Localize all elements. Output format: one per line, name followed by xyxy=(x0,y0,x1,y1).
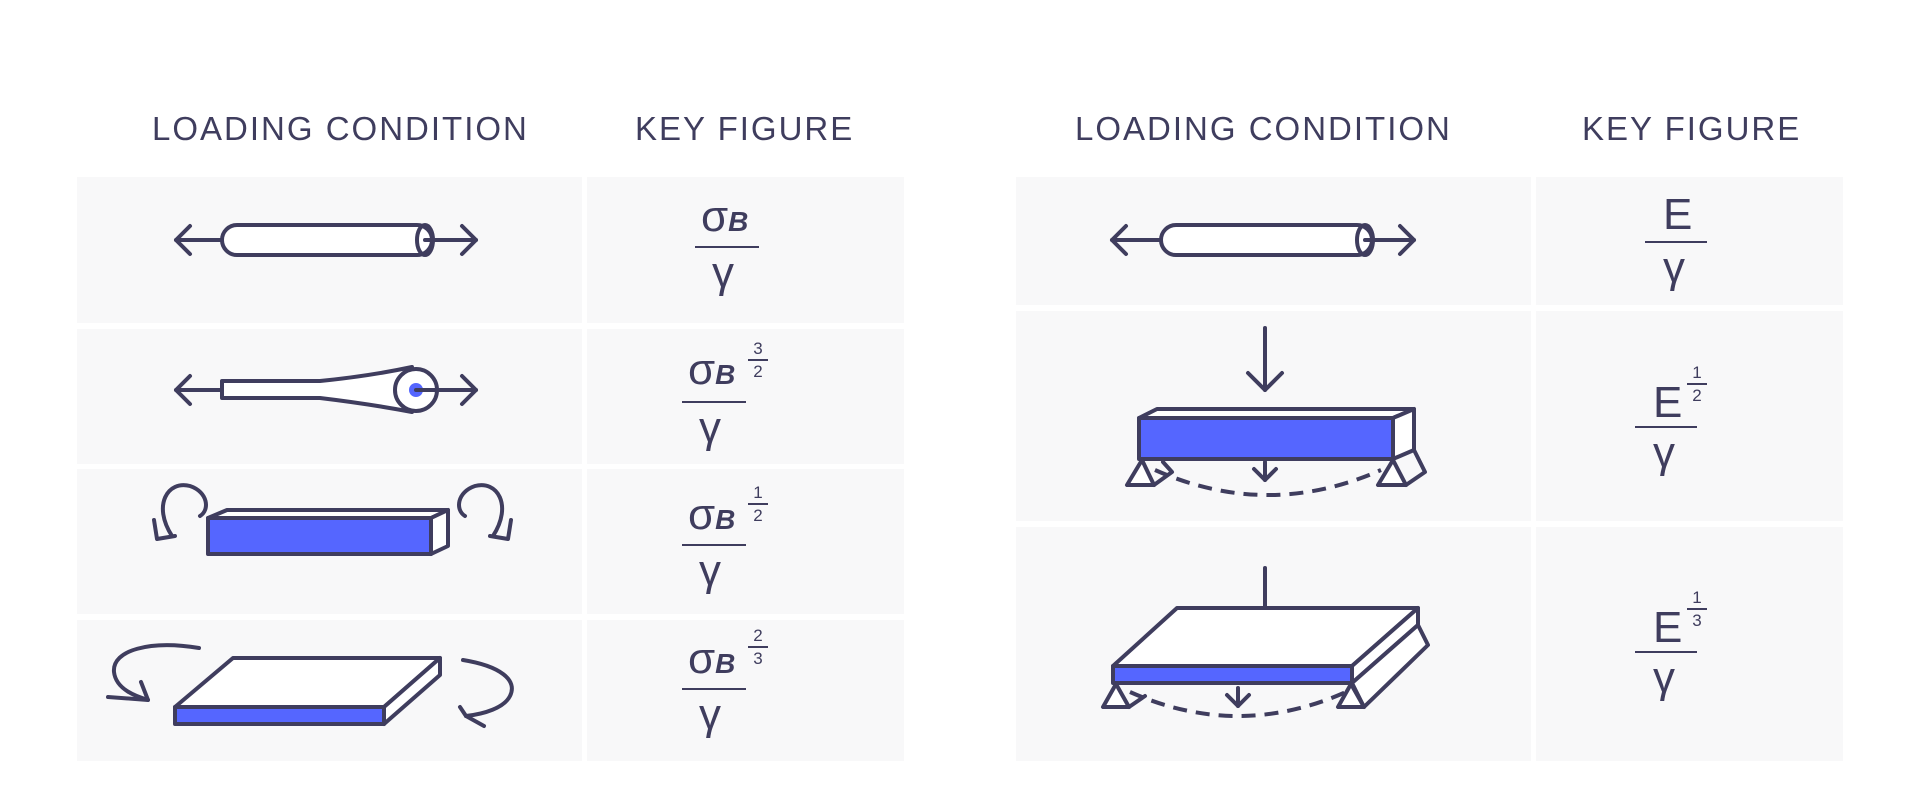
exponent-den: 2 xyxy=(1692,385,1702,405)
exponent-num: 1 xyxy=(753,483,763,502)
beam-bending-icon xyxy=(152,483,513,556)
numerator: σ xyxy=(688,345,716,394)
denominator: γ xyxy=(1663,243,1685,292)
fraction-bar xyxy=(682,544,746,546)
exponent-den: 2 xyxy=(753,505,763,525)
subscript: B xyxy=(715,648,736,679)
denominator: γ xyxy=(1653,653,1675,702)
denominator: γ xyxy=(699,690,721,739)
fraction-bar xyxy=(1635,651,1697,653)
fraction-bar xyxy=(682,688,746,690)
fraction-bar xyxy=(1645,241,1707,243)
left-key-header: KEY FIGURE xyxy=(635,110,855,147)
numerator: σ xyxy=(688,634,716,683)
fraction-bar xyxy=(682,401,746,403)
denominator: γ xyxy=(699,403,721,452)
right-key-cell-3 xyxy=(1536,527,1843,761)
exponent-den: 2 xyxy=(753,361,763,381)
right-condition-header: LOADING CONDITION xyxy=(1075,110,1452,147)
tension-rod-icon xyxy=(174,223,478,257)
numerator: σ xyxy=(701,192,729,241)
left-key-cell-4 xyxy=(587,620,904,761)
numerator: E xyxy=(1653,378,1683,427)
subscript: B xyxy=(715,504,736,535)
right-key-header: KEY FIGURE xyxy=(1582,110,1802,147)
exponent-num: 3 xyxy=(753,339,763,358)
denominator: γ xyxy=(712,248,734,297)
tapered-tie-icon xyxy=(174,365,478,414)
denominator: γ xyxy=(699,546,721,595)
subscript: B xyxy=(728,206,749,237)
exponent-den: 3 xyxy=(1692,610,1702,630)
supported-beam-icon xyxy=(1125,326,1427,497)
fraction-bar xyxy=(1635,426,1697,428)
denominator: γ xyxy=(1653,428,1675,477)
left-key-cell-3 xyxy=(587,469,904,614)
numerator: σ xyxy=(688,490,716,539)
exponent-num: 2 xyxy=(753,626,763,645)
numerator: E xyxy=(1653,603,1683,652)
left-key-cell-1 xyxy=(587,177,904,323)
left-key-cell-2 xyxy=(587,329,904,464)
exponent-num: 1 xyxy=(1692,363,1702,382)
plate-bending-icon xyxy=(106,643,514,728)
exponent-num: 1 xyxy=(1692,588,1702,607)
fraction-bar xyxy=(695,246,759,248)
tension-rod-icon xyxy=(1110,223,1416,257)
exponent-den: 3 xyxy=(753,648,763,668)
left-condition-header: LOADING CONDITION xyxy=(152,110,529,147)
numerator: E xyxy=(1663,190,1693,239)
subscript: B xyxy=(715,359,736,390)
supported-plate-icon xyxy=(1101,566,1430,718)
right-key-cell-2 xyxy=(1536,311,1843,521)
